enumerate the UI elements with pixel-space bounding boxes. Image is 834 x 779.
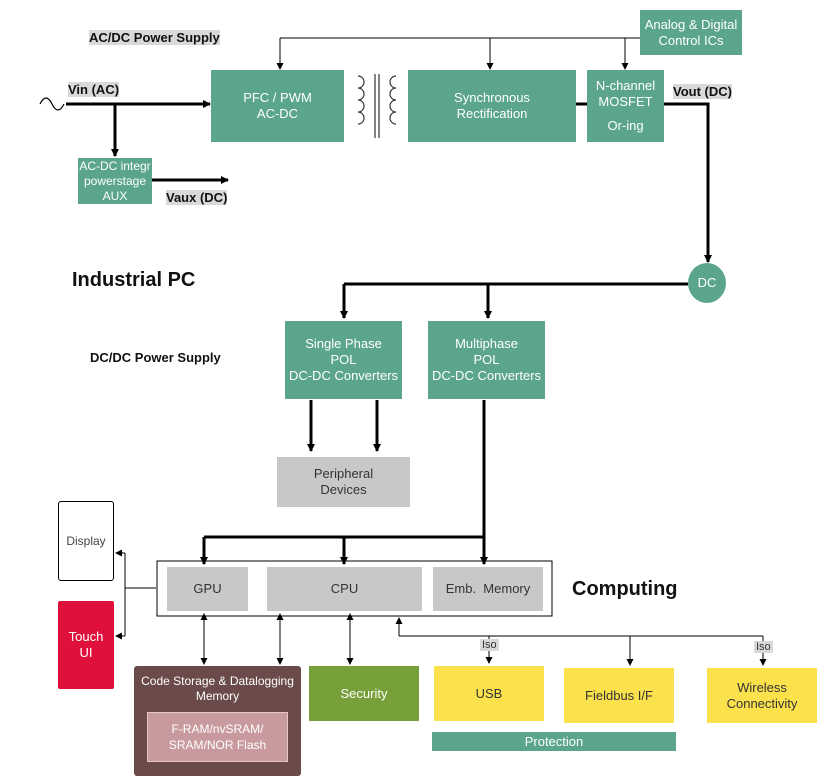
- usb-block: USB: [434, 666, 544, 721]
- computing-outline: [156, 560, 553, 617]
- display-block: Display: [58, 501, 114, 581]
- fram-nvsram-block: F-RAM/nvSRAM/ SRAM/NOR Flash: [147, 712, 288, 762]
- cpu-block: CPU: [267, 567, 422, 611]
- ac-source-symbol: [39, 97, 65, 111]
- iso-wireless-label: Iso: [754, 641, 773, 653]
- synchronous-rectification-block: Synchronous Rectification: [408, 70, 576, 142]
- vaux-label: Vaux (DC): [166, 190, 228, 205]
- analog-digital-control-ics: Analog & Digital Control ICs: [640, 10, 742, 55]
- acdc-aux-powerstage: AC-DC integr powerstage AUX: [78, 158, 152, 204]
- multiphase-pol-block: Multiphase POL DC-DC Converters: [428, 321, 545, 399]
- protection-bar: Protection: [432, 732, 676, 751]
- industrial-pc-title: Industrial PC: [72, 269, 196, 291]
- gpu-block: GPU: [167, 567, 248, 611]
- peripheral-devices-block: Peripheral Devices: [277, 457, 410, 507]
- security-block: Security: [309, 666, 419, 721]
- dc-node: DC: [688, 263, 726, 303]
- vin-label: Vin (AC): [68, 82, 120, 97]
- vout-line: [664, 102, 712, 263]
- code-storage-block: Code Storage & Datalogging Memory F-RAM/…: [134, 666, 301, 776]
- acdc-supply-label: AC/DC Power Supply: [89, 30, 220, 45]
- single-phase-pol-block: Single Phase POL DC-DC Converters: [285, 321, 402, 399]
- dcdc-supply-label: DC/DC Power Supply: [90, 350, 221, 365]
- computing-title: Computing: [572, 578, 678, 600]
- n-channel-mosfet-block: N-channel MOSFET Or-ing: [587, 70, 664, 142]
- touch-ui-block: Touch UI: [58, 601, 114, 689]
- fieldbus-block: Fieldbus I/F: [564, 668, 674, 723]
- embedded-memory-block: Emb. Memory: [433, 567, 543, 611]
- vout-label: Vout (DC): [673, 84, 732, 99]
- iso-usb-label: Iso: [480, 639, 499, 651]
- pfc-pwm-block: PFC / PWM AC-DC: [211, 70, 344, 142]
- wireless-connectivity-block: Wireless Connectivity: [707, 668, 817, 723]
- transformer-icon: [357, 74, 397, 138]
